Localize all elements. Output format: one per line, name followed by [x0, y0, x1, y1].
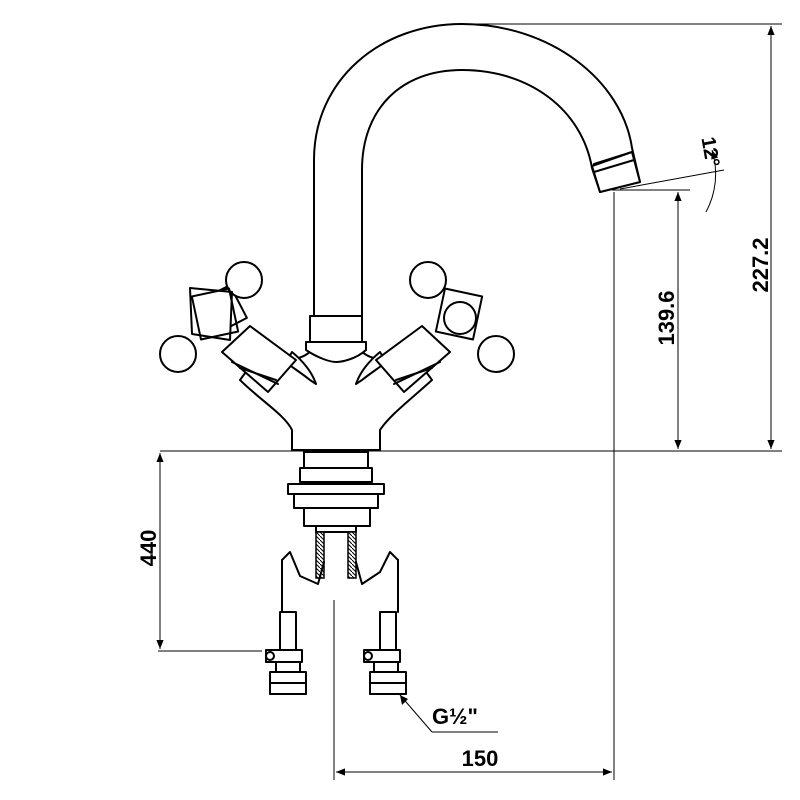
left-handle-knob-left — [159, 335, 197, 373]
right-hose — [363, 611, 407, 695]
right-handle-knob-top — [409, 261, 447, 299]
left-handle-knob-top — [225, 261, 263, 299]
spout-height-label: 139.6 — [654, 290, 679, 345]
mounting-assembly — [287, 451, 385, 579]
right-bonnet — [375, 325, 451, 393]
hose-length-label: 440 — [136, 530, 161, 567]
spout-collar — [309, 315, 363, 343]
spout-body — [313, 23, 641, 319]
right-handle-knob-right — [477, 335, 515, 373]
right-cross-handle — [375, 261, 515, 393]
left-cross-handle — [159, 261, 297, 393]
mounting-washer — [287, 483, 385, 495]
angle-reference-line — [619, 169, 725, 190]
angle-arc — [705, 149, 719, 213]
lock-nut — [303, 507, 371, 527]
spout-angle-label: 12° — [696, 135, 723, 169]
spout-reach-label: 150 — [462, 746, 499, 771]
connection-thread-label: G½" — [432, 704, 478, 729]
left-threaded-rod — [315, 531, 325, 579]
right-handle-knob-center — [443, 301, 477, 335]
total-height-label: 227.2 — [748, 237, 773, 292]
left-bonnet — [221, 325, 297, 393]
center-hub — [305, 341, 367, 363]
spout — [313, 23, 641, 319]
break-lines — [281, 551, 399, 613]
dimension-lines — [156, 23, 782, 780]
right-threaded-rod — [347, 531, 357, 579]
left-hose — [265, 611, 307, 695]
